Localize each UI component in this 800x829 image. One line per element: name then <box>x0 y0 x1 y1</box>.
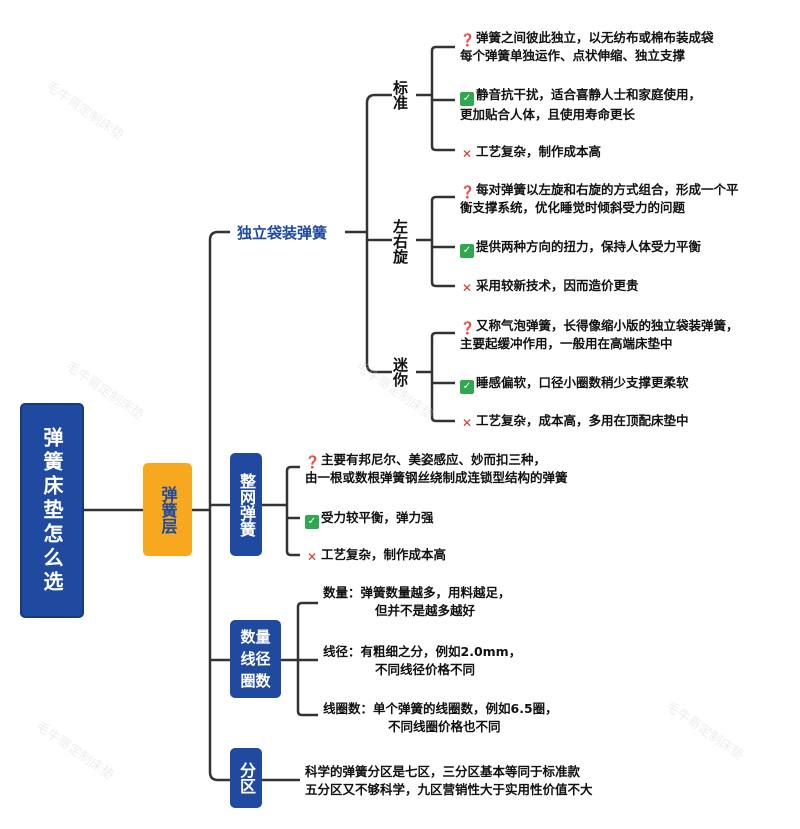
text: 弹簧之间彼此独立，以无纺布或棉布装成袋 <box>476 30 714 45</box>
text: 工艺复杂，制作成本高 <box>321 547 447 562</box>
standard-pro: ✓静音抗干扰，适合喜静人士和家庭使用， 更加贴合人体，且使用寿命更长 <box>460 86 701 124</box>
text: 受力较平衡，弹力强 <box>321 510 434 525</box>
mesh-con: ✕工艺复杂，制作成本高 <box>305 546 446 564</box>
mini-label: 迷你 <box>391 357 409 387</box>
text: 采用较新技术，因而造价更贵 <box>476 278 639 293</box>
standard-desc: ❓弹簧之间彼此独立，以无纺布或棉布装成袋每个弹簧单独运作、点状伸缩、独立支撑 <box>460 29 714 65</box>
count-quantity: 数量：弹簧数量越多，用料越足， 但并不是越多越好 <box>323 584 511 620</box>
spiral-desc: ❓每对弹簧以左旋和右旋的方式组合，形成一个平衡支撑系统，优化睡觉时倾斜受力的问题 <box>460 181 739 217</box>
cross-icon: ✕ <box>461 281 473 295</box>
text: 每个弹簧单独运作、点状伸缩、独立支撑 <box>460 48 686 63</box>
count-node: 数量线径圈数 <box>230 620 281 698</box>
text: 主要有邦尼尔、美姿感应、妙而扣三种， <box>321 452 547 467</box>
text: 更加贴合人体，且使用寿命更长 <box>460 107 636 122</box>
question-icon: ❓ <box>460 321 475 335</box>
text: 每对弹簧以左旋和右旋的方式组合，形成一个平 <box>476 182 739 197</box>
text: 但并不是越多越好 <box>375 603 476 618</box>
mini-desc: ❓又称气泡弹簧，长得像缩小版的独立袋装弹簧， 主要起缓冲作用，一般用在高端床垫中 <box>460 317 739 353</box>
text: 不同线圈价格也不同 <box>388 719 501 734</box>
mesh-pro: ✓受力较平衡，弹力强 <box>305 509 434 529</box>
question-icon: ❓ <box>460 185 475 199</box>
text: 数量：弹簧数量越多，用料越足， <box>323 585 511 600</box>
text: 由一根或数根弹簧钢丝绕制成连锁型结构的弹簧 <box>305 470 568 485</box>
pocket-spring-node: 独立袋装弹簧 <box>237 224 328 242</box>
mesh-desc: ❓主要有邦尼尔、美姿感应、妙而扣三种， 由一根或数根弹簧钢丝绕制成连锁型结构的弹簧 <box>305 451 568 487</box>
spring-layer-node: 弹簧层 <box>143 463 192 556</box>
standard-label: 标准 <box>391 80 409 110</box>
check-icon: ✓ <box>305 515 319 529</box>
count-coils: 线圈数：单个弹簧的线圈数，例如6.5圈， 不同线圈价格也不同 <box>323 700 558 736</box>
mesh-spring-node: 整网弹簧 <box>230 453 262 556</box>
text: 工艺复杂，制作成本高 <box>476 144 602 159</box>
root-node: 弹簧床垫怎么选 <box>20 403 84 618</box>
text: 主要起缓冲作用，一般用在高端床垫中 <box>460 336 673 351</box>
check-icon: ✓ <box>460 92 474 106</box>
text: 衡支撑系统，优化睡觉时倾斜受力的问题 <box>460 200 686 215</box>
text: 静音抗干扰，适合喜静人士和家庭使用， <box>476 87 702 102</box>
spiral-label: 左右旋 <box>391 218 409 264</box>
text: 工艺复杂，成本高，多用在顶配床垫中 <box>476 413 689 428</box>
zone-desc: 科学的弹簧分区是七区，三分区基本等同于标准款五分区又不够科学，九区营销性大于实用… <box>305 763 593 799</box>
check-icon: ✓ <box>460 380 474 394</box>
text: 提供两种方向的扭力，保持人体受力平衡 <box>476 239 702 254</box>
cross-icon: ✕ <box>306 550 318 564</box>
text: 线圈数：单个弹簧的线圈数，例如6.5圈， <box>323 701 558 716</box>
standard-con: ✕工艺复杂，制作成本高 <box>460 143 601 161</box>
cross-icon: ✕ <box>461 147 473 161</box>
question-icon: ❓ <box>305 455 320 469</box>
mini-pro: ✓睡感偏软，口径小圈数稍少支撑更柔软 <box>460 374 689 394</box>
text: 又称气泡弹簧，长得像缩小版的独立袋装弹簧， <box>476 318 739 333</box>
mini-con: ✕工艺复杂，成本高，多用在顶配床垫中 <box>460 412 689 430</box>
check-icon: ✓ <box>460 244 474 258</box>
count-diameter: 线径：有粗细之分，例如2.0mm， 不同线径价格不同 <box>323 643 521 679</box>
text: 科学的弹簧分区是七区，三分区基本等同于标准款 <box>305 764 581 779</box>
text: 线径：有粗细之分，例如2.0mm， <box>323 644 522 659</box>
text: 睡感偏软，口径小圈数稍少支撑更柔软 <box>476 375 689 390</box>
spiral-pro: ✓提供两种方向的扭力，保持人体受力平衡 <box>460 238 701 258</box>
cross-icon: ✕ <box>461 416 473 430</box>
zone-node: 分区 <box>230 748 262 808</box>
text: 不同线径价格不同 <box>375 662 476 677</box>
text: 五分区又不够科学，九区营销性大于实用性价值不大 <box>305 782 593 797</box>
question-icon: ❓ <box>460 33 475 47</box>
spiral-con: ✕采用较新技术，因而造价更贵 <box>460 277 639 295</box>
